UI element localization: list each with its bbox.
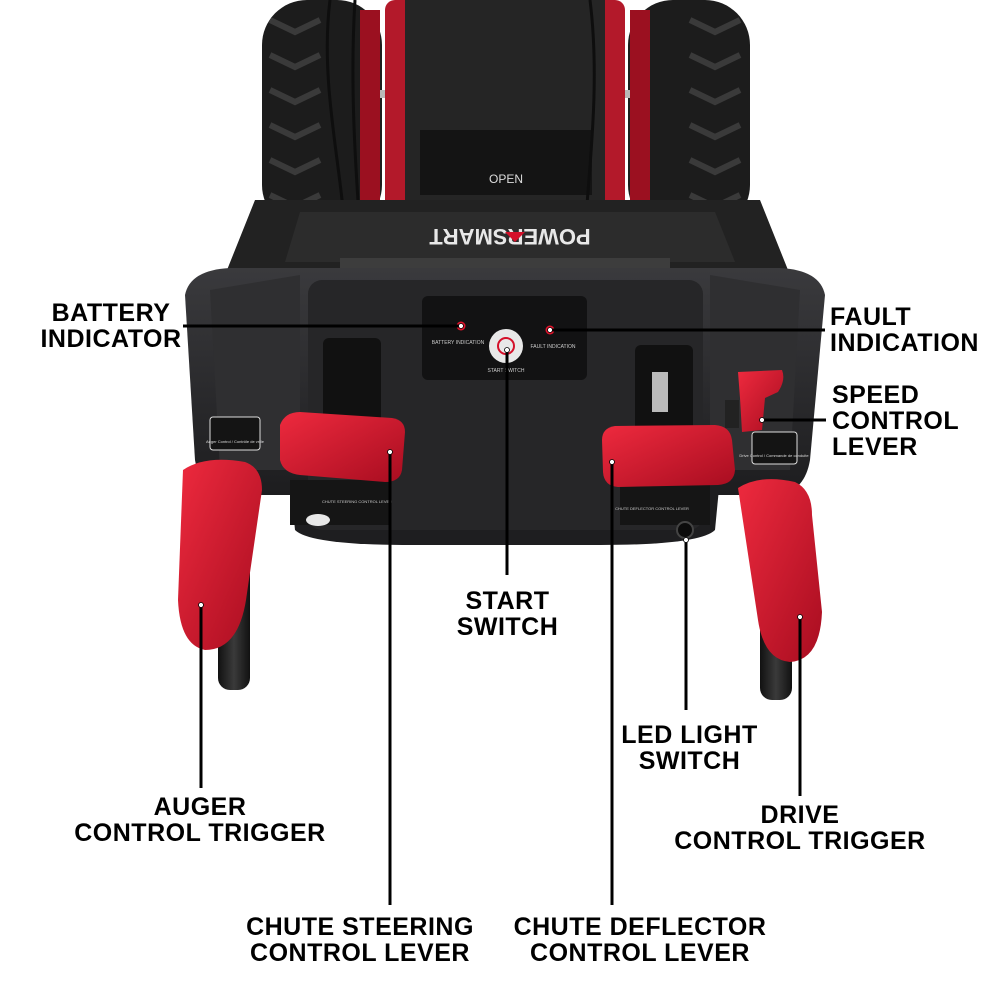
panel-fault-text: FAULT INDICATION xyxy=(530,344,575,350)
auger-sticker-text: Auger Control / Contrôle de vrille xyxy=(206,439,265,444)
top-bezel: POWERSMART xyxy=(225,200,790,275)
speed-control-lever[interactable] xyxy=(738,370,784,432)
auger-control-sticker xyxy=(209,416,261,451)
leader-dots xyxy=(198,323,803,620)
deflector-plate xyxy=(620,485,710,525)
left-tire xyxy=(262,0,382,230)
left-lever-slot xyxy=(323,338,381,433)
drive-sticker-text: Drive Control / Commande de conduite xyxy=(739,453,809,458)
panel-battery-text: BATTERY INDICATION xyxy=(432,340,485,346)
chute-steering-control-lever[interactable] xyxy=(280,412,405,482)
led-light-switch[interactable] xyxy=(676,521,694,539)
steering-plate-text: CHUTE STEERING CONTROL LEVER xyxy=(322,499,392,504)
chute-deflector-control-lever[interactable] xyxy=(602,425,735,487)
deflector-plate-text: CHUTE DEFLECTOR CONTROL LEVER xyxy=(615,506,689,511)
auger-control-trigger[interactable] xyxy=(178,459,262,650)
right-tire xyxy=(628,0,750,230)
start-switch-button[interactable] xyxy=(489,329,523,363)
steering-plate xyxy=(290,480,390,525)
hopper-open-text: OPEN xyxy=(489,172,523,186)
hopper: OPEN xyxy=(385,0,625,210)
drive-control-trigger[interactable] xyxy=(738,479,822,662)
drive-control-sticker xyxy=(751,431,798,465)
leader-lines xyxy=(183,324,826,905)
